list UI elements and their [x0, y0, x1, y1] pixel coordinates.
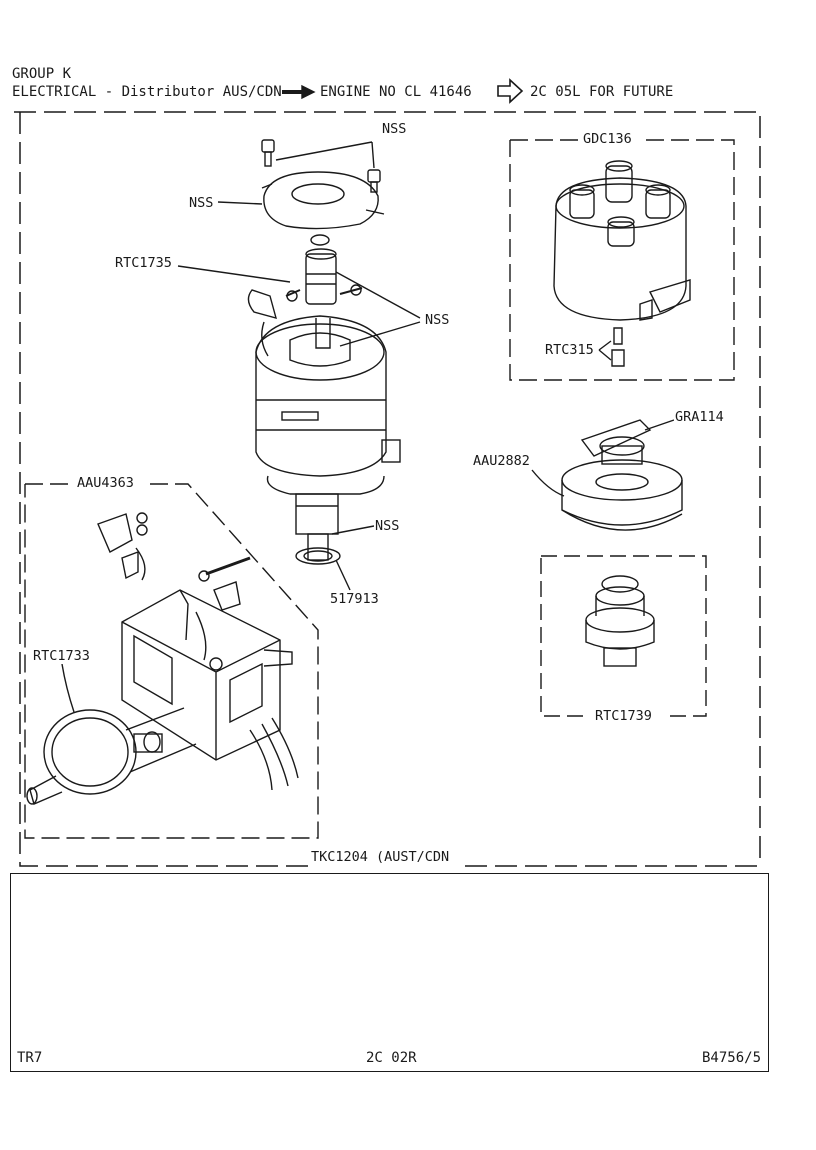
group-heading: GROUP K [12, 66, 72, 82]
centrifugal-advance-drawing [585, 575, 655, 667]
gdc136-dashed-box [509, 139, 735, 381]
label-nss-top: NSS [381, 121, 408, 137]
adjusting-screw-drawing [198, 556, 251, 611]
label-tkc1204: TKC1204 (AUST/CDN [310, 849, 451, 865]
label-aau4363: AAU4363 [76, 475, 135, 491]
distributor-body-drawing [247, 171, 401, 565]
vacuum-unit-drawing [26, 589, 299, 805]
label-517913: 517913 [329, 591, 380, 607]
footer-model: TR7 [17, 1050, 43, 1066]
label-nss-plate: NSS [188, 195, 215, 211]
carbon-brush-drawing [598, 327, 625, 367]
aau4363-dashed-box [24, 483, 319, 839]
dust-shield-drawing [561, 459, 683, 531]
footer-page-ref: 2C 02R [366, 1050, 417, 1066]
label-rtc1739: RTC1739 [594, 708, 653, 724]
label-rtc1735: RTC1735 [114, 255, 173, 271]
label-nss-lower: NSS [374, 518, 401, 534]
label-aau2882: AAU2882 [472, 453, 531, 469]
label-rtc1733: RTC1733 [32, 648, 91, 664]
contact-breaker-drawing [97, 512, 148, 581]
screw-top-right-drawing [367, 169, 381, 193]
engine-number-text: ENGINE NO CL 41646 [320, 84, 472, 100]
future-reference-text: 2C 05L FOR FUTURE [530, 84, 674, 100]
outer-dashed-frame [14, 111, 761, 867]
label-gra114: GRA114 [674, 409, 725, 425]
outline-arrow-icon [497, 78, 524, 104]
screw-top-left-drawing [261, 139, 275, 167]
rotor-arm-drawing [580, 419, 652, 465]
label-nss-shaft: NSS [424, 312, 451, 328]
label-rtc315: RTC315 [544, 342, 595, 358]
label-gdc136: GDC136 [582, 131, 633, 147]
rtc1739-dashed-box [540, 555, 707, 717]
solid-arrow-icon [282, 84, 316, 100]
footer-drawing-number: B4756/5 [702, 1050, 762, 1066]
section-title: ELECTRICAL - Distributor AUS/CDN [12, 84, 282, 100]
notes-panel [10, 873, 769, 1072]
distributor-cap-drawing [553, 160, 691, 321]
